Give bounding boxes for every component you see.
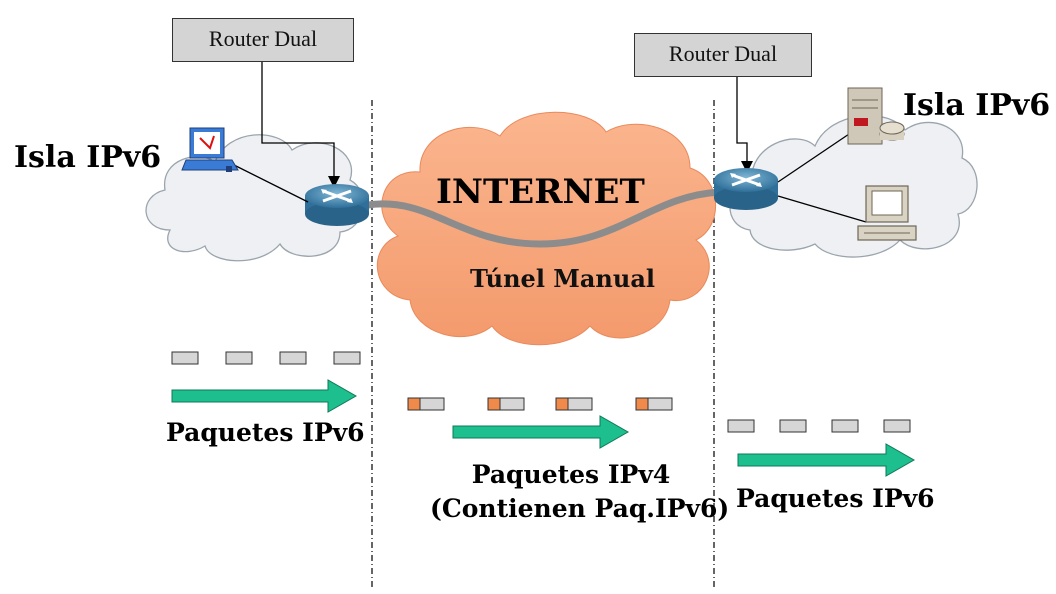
manual-tunnel-line [367, 188, 721, 248]
ipv6-packet [883, 419, 911, 433]
router-right-icon [714, 168, 778, 210]
laptop-icon [181, 127, 239, 172]
router-left-icon [305, 184, 369, 226]
right-pc-link [777, 195, 867, 223]
packets-right-label: Paquetes IPv6 [736, 484, 935, 513]
island-right-cloud [729, 115, 978, 258]
island-left-label: Isla IPv6 [14, 140, 162, 175]
packets-middle-label-line1: Paquetes IPv4 [471, 460, 671, 489]
island-right-label: Isla IPv6 [903, 88, 1051, 123]
server-icon [847, 87, 905, 145]
ipv6-packet [831, 419, 859, 433]
ipv4-header [635, 397, 649, 411]
ipv6-payload [567, 397, 593, 411]
packets-middle-label: Paquetes IPv4 (Contienen Paq.IPv6) [430, 458, 730, 526]
arrow-left [171, 379, 358, 413]
arrow-middle [452, 415, 630, 449]
ipv4-header [407, 397, 421, 411]
router-right-callout [736, 75, 748, 163]
packets-left-row [171, 351, 361, 365]
packets-right-row [727, 419, 911, 433]
internet-label: INTERNET [436, 172, 645, 212]
ipv6-payload [499, 397, 525, 411]
ipv6-packet [727, 419, 755, 433]
ipv6-packet [225, 351, 253, 365]
desktop-computer-icon [857, 185, 917, 241]
ipv6-packet [279, 351, 307, 365]
right-server-link [777, 129, 856, 183]
router-left-callout [261, 60, 335, 178]
tunnel-label: Túnel Manual [470, 264, 655, 293]
left-host-link [227, 161, 309, 203]
packets-middle-label-line2: (Contienen Paq.IPv6) [430, 494, 730, 523]
internet-cloud [376, 111, 717, 346]
router-right-callout-arrowhead [741, 161, 753, 173]
router-dual-right-label: Router Dual [634, 33, 812, 77]
router-left-callout-arrowhead [328, 176, 340, 188]
packets-left-label: Paquetes IPv6 [166, 418, 365, 447]
ipv6-packet [779, 419, 807, 433]
packets-middle-row [407, 397, 673, 411]
ipv4-header [487, 397, 501, 411]
router-dual-left-label: Router Dual [172, 18, 354, 62]
ipv6-packet [171, 351, 199, 365]
ipv4-header [555, 397, 569, 411]
ipv6-payload [419, 397, 445, 411]
ipv6-packet [333, 351, 361, 365]
ipv6-payload [647, 397, 673, 411]
arrow-right [737, 443, 916, 477]
